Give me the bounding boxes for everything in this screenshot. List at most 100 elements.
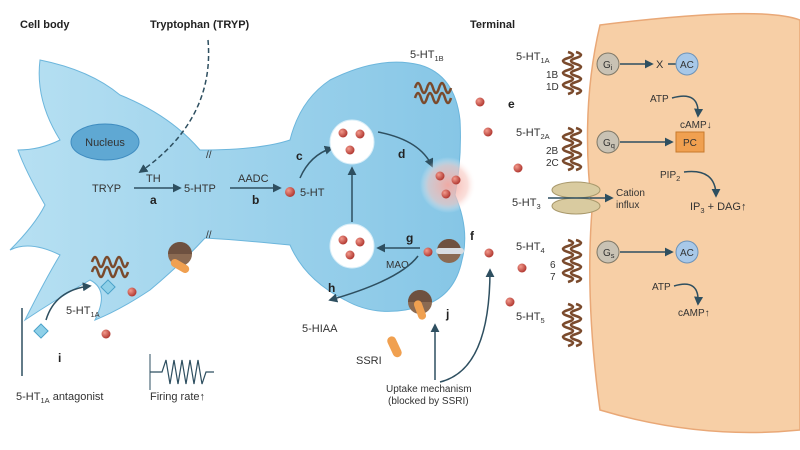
header-tryptophan: Tryptophan (TRYP) bbox=[150, 19, 250, 31]
receptor-r2-icon bbox=[561, 126, 583, 172]
nucleus-label: Nucleus bbox=[85, 137, 125, 149]
presynaptic-neuron bbox=[9, 59, 466, 322]
svg-text:Gq: Gq bbox=[603, 138, 615, 150]
aadc-label: AADC bbox=[238, 173, 269, 185]
g-protein-i: Gi bbox=[596, 52, 620, 76]
cleft-5ht bbox=[475, 97, 485, 107]
r1-x: X bbox=[656, 59, 664, 71]
arrow-atp-camp-r1 bbox=[671, 95, 704, 118]
arrow-c bbox=[299, 145, 334, 179]
receptor-5ht1b-label: 5-HT1B bbox=[410, 49, 444, 63]
step-a: a bbox=[150, 193, 157, 207]
vesicle-bottom-5ht bbox=[345, 250, 355, 260]
step-e: e bbox=[508, 97, 515, 111]
step-g: g bbox=[406, 231, 413, 245]
hiaa-label: 5-HIAA bbox=[302, 323, 338, 335]
r4-label: 5-HT4 bbox=[516, 241, 545, 255]
cleft-5ht bbox=[483, 127, 493, 137]
r1-variant-1d: 1D bbox=[546, 82, 559, 93]
r5-label: 5-HT5 bbox=[516, 311, 545, 325]
cleft-5ht bbox=[505, 297, 515, 307]
ssri-label: SSRI bbox=[356, 355, 382, 367]
arrow-atp-camp-r4 bbox=[673, 283, 704, 306]
step-j: j bbox=[445, 307, 449, 321]
serotonin-transporter bbox=[436, 239, 464, 263]
axon-break-bottom: // bbox=[206, 230, 212, 241]
svg-text:Gs: Gs bbox=[603, 248, 615, 260]
somatic-transporter bbox=[168, 242, 192, 273]
r2-pc: PC bbox=[683, 138, 697, 149]
g-protein-q: Gq bbox=[596, 130, 620, 154]
uptake-arrow-right bbox=[439, 268, 495, 383]
tryp-label: TRYP bbox=[92, 183, 121, 195]
receptor-r4-icon bbox=[561, 238, 583, 284]
step-d: d bbox=[398, 147, 405, 161]
somatic-5ht bbox=[101, 329, 111, 339]
arrow-h bbox=[328, 255, 419, 303]
th-label: TH bbox=[146, 173, 161, 185]
receptor-5ht1b bbox=[413, 81, 453, 105]
vesicle-top-5ht bbox=[338, 128, 348, 138]
released-5ht bbox=[441, 189, 451, 199]
vesicle-bottom-5ht bbox=[355, 237, 365, 247]
r4-ac: AC bbox=[680, 248, 694, 259]
r2-pip: PIP2 bbox=[660, 170, 680, 183]
firing-rate-label: Firing rate↑ bbox=[150, 391, 205, 403]
r1-atp: ATP bbox=[650, 94, 669, 105]
axon-break-top: // bbox=[206, 150, 212, 161]
arrow-antagonist-binding bbox=[45, 282, 92, 321]
somatic-5ht bbox=[127, 287, 137, 297]
antagonist-bound bbox=[100, 279, 116, 295]
r2-variant-2b: 2B bbox=[546, 146, 559, 157]
r1-label: 5-HT1A bbox=[516, 51, 550, 65]
r1-variant-1b: 1B bbox=[546, 70, 559, 81]
header-terminal: Terminal bbox=[470, 19, 515, 31]
nucleus bbox=[70, 123, 140, 161]
cleft-5ht bbox=[513, 163, 523, 173]
arrow-pip-ip3 bbox=[683, 170, 721, 198]
ssri-blocked-transporter bbox=[408, 290, 432, 320]
mao-label: MAO bbox=[386, 260, 409, 271]
r4-camp: cAMP↑ bbox=[678, 308, 710, 319]
uptake-line1: Uptake mechanism bbox=[386, 384, 472, 395]
ac-enzyme-r4 bbox=[675, 240, 699, 264]
somatodendritic-autoreceptor bbox=[90, 255, 130, 279]
arrow-d bbox=[377, 131, 434, 168]
antagonist-free bbox=[33, 323, 49, 339]
r2-label: 5-HT2A bbox=[516, 127, 550, 141]
ssri-pill bbox=[387, 336, 402, 358]
antagonist-label: 5-HT1A antagonist bbox=[16, 391, 103, 405]
autoreceptor-label: 5-HT1A bbox=[66, 305, 100, 319]
step-f: f bbox=[470, 229, 475, 243]
uptake-line2: (blocked by SSRI) bbox=[388, 396, 469, 407]
vesicle-top bbox=[329, 119, 375, 165]
r2-variant-2c: 2C bbox=[546, 158, 559, 169]
r3-label: 5-HT3 bbox=[512, 197, 541, 211]
step-i: i bbox=[58, 351, 61, 365]
step-h: h bbox=[328, 281, 335, 295]
postsynaptic-cell bbox=[586, 12, 800, 434]
released-5ht bbox=[451, 175, 461, 185]
pc-enzyme bbox=[675, 131, 705, 153]
released-5ht bbox=[435, 171, 445, 181]
reuptake-5ht bbox=[423, 247, 433, 257]
r4-atp: ATP bbox=[652, 282, 671, 293]
r3-influx: influx bbox=[616, 200, 639, 211]
step-c: c bbox=[296, 149, 303, 163]
ion-channel-5ht3 bbox=[551, 181, 601, 215]
htp-label: 5-HTP bbox=[184, 183, 216, 195]
synaptic-5ht bbox=[484, 248, 494, 258]
r4-variant-7: 7 bbox=[550, 272, 556, 283]
firing-rate-trace bbox=[150, 359, 214, 385]
ht-label: 5-HT bbox=[300, 187, 325, 199]
g-protein-s: Gs bbox=[596, 240, 620, 264]
vesicle-bottom-5ht bbox=[338, 235, 348, 245]
header-cell-body: Cell body bbox=[20, 19, 70, 31]
receptor-r1-icon bbox=[561, 50, 583, 96]
r3-cation: Cation bbox=[616, 188, 645, 199]
vesicle-top-5ht bbox=[355, 129, 365, 139]
r1-camp: cAMP↓ bbox=[680, 120, 712, 131]
release-site bbox=[420, 157, 476, 213]
